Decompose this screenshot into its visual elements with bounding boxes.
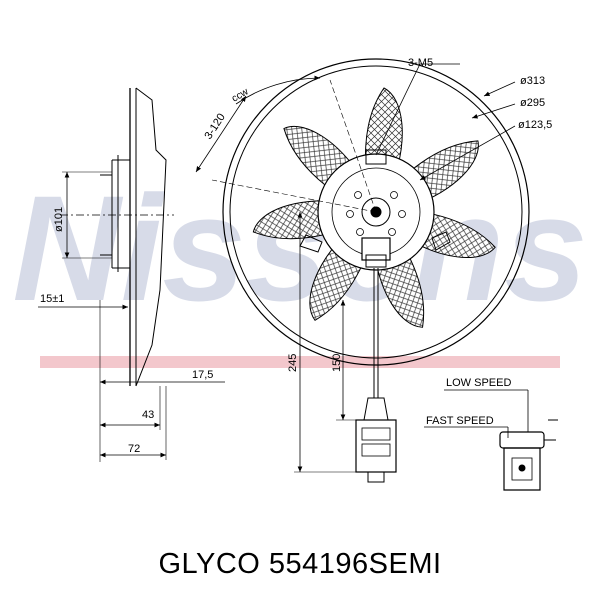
dim-d1235: ø123,5 [518, 119, 552, 131]
dim-d313: ø313 [520, 75, 545, 87]
dim-d295: ø295 [520, 97, 545, 109]
connector-plug [499, 431, 545, 449]
fan-front-view [195, 58, 530, 483]
product-caption: GLYCO 554196SEMI [158, 548, 442, 580]
wiring-schematic [424, 389, 558, 491]
dim-d15: 15±1 [40, 293, 64, 305]
cable-connector [355, 268, 397, 483]
dim-d72: 72 [128, 443, 140, 455]
fan-side-view [38, 87, 225, 462]
label-fast-speed: FAST SPEED [426, 415, 494, 427]
dim-d101: ø101 [53, 207, 65, 232]
dim-d245: 245 [287, 354, 299, 372]
dim-angle: 3-120 [202, 111, 227, 141]
ring-inner [229, 65, 523, 359]
ring-outer [222, 58, 530, 366]
dim-d43: 43 [142, 409, 154, 421]
dim-d150: 150 [331, 354, 343, 372]
bracket [431, 231, 451, 251]
dim-rotation: ccw [230, 86, 251, 105]
dim-bolts: 3-M5 [408, 57, 433, 69]
dim-d175: 17,5 [192, 369, 213, 381]
label-low-speed: LOW SPEED [446, 377, 511, 389]
